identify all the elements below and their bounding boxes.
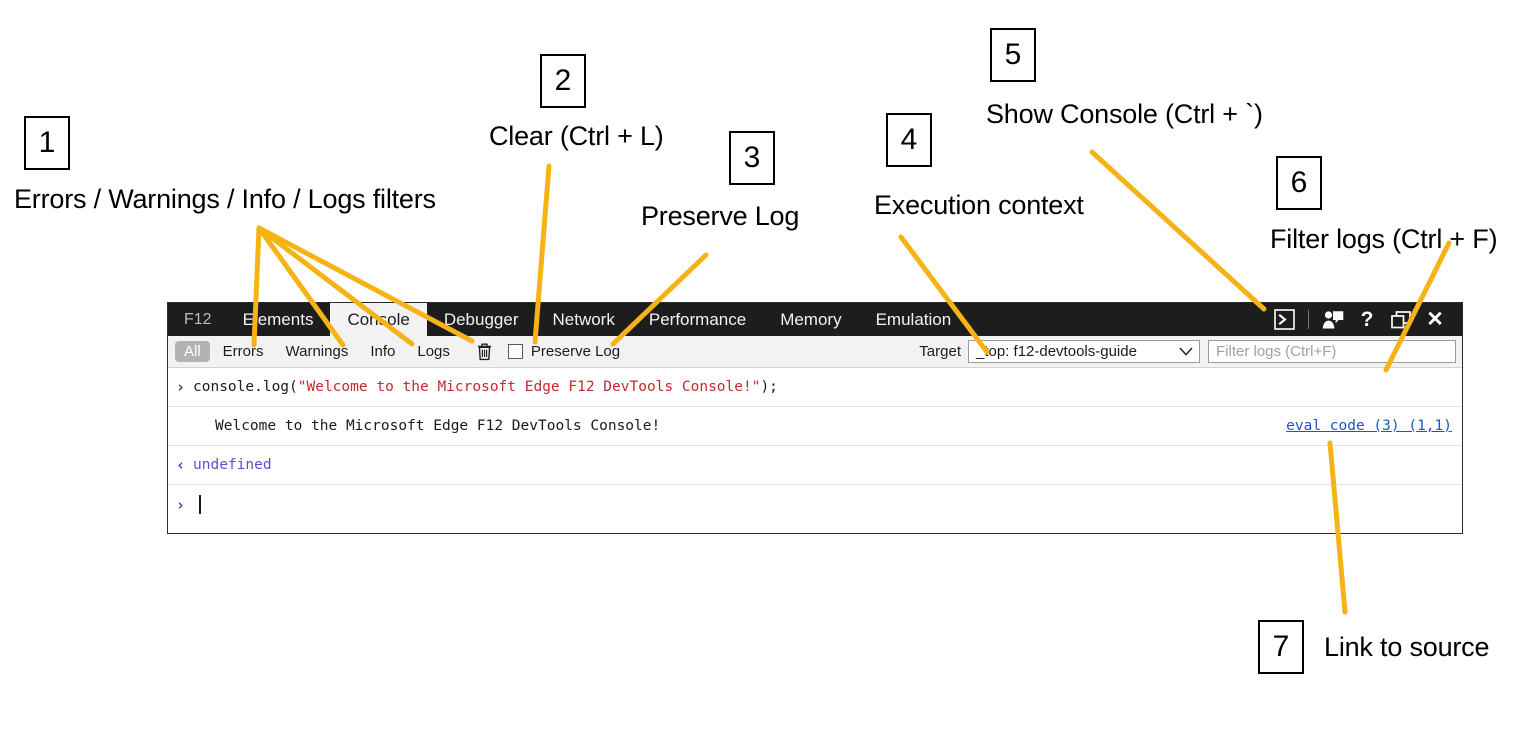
tabstrip-icon-group: ? ✕ (1267, 303, 1462, 336)
tab-f12: F12 (184, 310, 212, 328)
console-body: › console.log("Welcome to the Microsoft … (168, 368, 1462, 524)
console-result-row: ‹ undefined (168, 446, 1462, 485)
callout-number-1: 1 (24, 116, 70, 170)
execution-context-value: _top: f12-devtools-guide (976, 343, 1137, 360)
tab-network[interactable]: Network (552, 309, 615, 329)
tabstrip-spacer (968, 303, 1267, 336)
callout-label-4: Execution context (874, 190, 1084, 220)
execution-context-select[interactable]: _top: f12-devtools-guide (968, 340, 1200, 363)
tab-debugger[interactable]: Debugger (443, 309, 519, 329)
filter-warnings-button[interactable]: Warnings (285, 343, 349, 360)
filter-logs-button[interactable]: Logs (417, 343, 450, 360)
callout-number-2: 2 (540, 54, 586, 108)
result-gutter-icon: ‹ (176, 456, 186, 474)
callout-1: 1 (24, 116, 70, 170)
devtools-tabstrip: F12 Elements Console Debugger Network Pe… (168, 303, 1462, 336)
console-toolbar: All Errors Warnings Info Logs Preserve L… (168, 336, 1462, 368)
close-icon[interactable]: ✕ (1426, 308, 1444, 331)
toolbar-divider (1308, 310, 1309, 329)
tab-memory[interactable]: Memory (780, 309, 842, 329)
tab-console[interactable]: Console (330, 303, 427, 336)
text-caret (199, 495, 201, 514)
callout-number-7: 7 (1258, 620, 1304, 674)
callout-number-4: 4 (886, 113, 932, 167)
callout-number-3: 3 (729, 131, 775, 185)
callout-number-5: 5 (990, 28, 1036, 82)
console-output-text: Welcome to the Microsoft Edge F12 DevToo… (215, 418, 661, 434)
console-input-code: console.log("Welcome to the Microsoft Ed… (193, 379, 778, 395)
console-input-row: › console.log("Welcome to the Microsoft … (168, 368, 1462, 407)
filter-logs-placeholder: Filter logs (Ctrl+F) (1216, 343, 1337, 360)
tab-elements[interactable]: Elements (242, 309, 314, 329)
callout-number-6: 6 (1276, 156, 1322, 210)
console-prompt-row[interactable]: › (168, 485, 1462, 524)
filter-errors-button[interactable]: Errors (222, 343, 264, 360)
code-suffix: ); (760, 379, 778, 395)
callout-label-1: Errors / Warnings / Info / Logs filters (14, 184, 436, 214)
code-prefix: console.log( (193, 379, 298, 395)
callout-label-7: Link to source (1324, 632, 1490, 662)
callout-label-2: Clear (Ctrl + L) (489, 121, 664, 151)
callout-7: 7 (1258, 620, 1304, 674)
callout-3: 3 (729, 131, 775, 185)
filter-all-button[interactable]: All (175, 341, 210, 362)
callout-4: 4 (886, 113, 932, 167)
preserve-log-label: Preserve Log (530, 343, 621, 360)
callout-5: 5 (990, 28, 1036, 82)
source-link[interactable]: eval code (3) (1,1) (1286, 418, 1452, 434)
help-icon[interactable]: ? (1360, 307, 1374, 331)
feedback-icon[interactable] (1316, 303, 1350, 336)
filter-logs-input[interactable]: Filter logs (Ctrl+F) (1208, 340, 1456, 363)
preserve-log-checkbox[interactable] (507, 344, 523, 359)
preserve-log-control[interactable]: Preserve Log (507, 343, 621, 360)
target-label: Target (919, 343, 961, 360)
console-result-value: undefined (193, 457, 272, 473)
tab-performance[interactable]: Performance (648, 309, 747, 329)
chevron-down-icon (1179, 343, 1193, 360)
show-console-icon[interactable] (1267, 303, 1301, 336)
callout-label-3: Preserve Log (641, 201, 800, 231)
code-string: "Welcome to the Microsoft Edge F12 DevTo… (297, 379, 761, 395)
trash-icon[interactable] (472, 340, 498, 364)
callout-2: 2 (540, 54, 586, 108)
input-prompt-icon: › (176, 378, 186, 396)
prompt-icon: › (176, 495, 186, 514)
console-output-row: Welcome to the Microsoft Edge F12 DevToo… (168, 407, 1462, 446)
filter-info-button[interactable]: Info (370, 343, 396, 360)
tab-emulation[interactable]: Emulation (875, 309, 952, 329)
callout-label-5: Show Console (Ctrl + `) (986, 99, 1263, 129)
leader-line-5 (1089, 149, 1267, 312)
devtools-window: F12 Elements Console Debugger Network Pe… (167, 302, 1463, 534)
dock-icon[interactable] (1384, 303, 1418, 336)
callout-label-6: Filter logs (Ctrl + F) (1270, 224, 1498, 254)
callout-6: 6 (1276, 156, 1322, 210)
